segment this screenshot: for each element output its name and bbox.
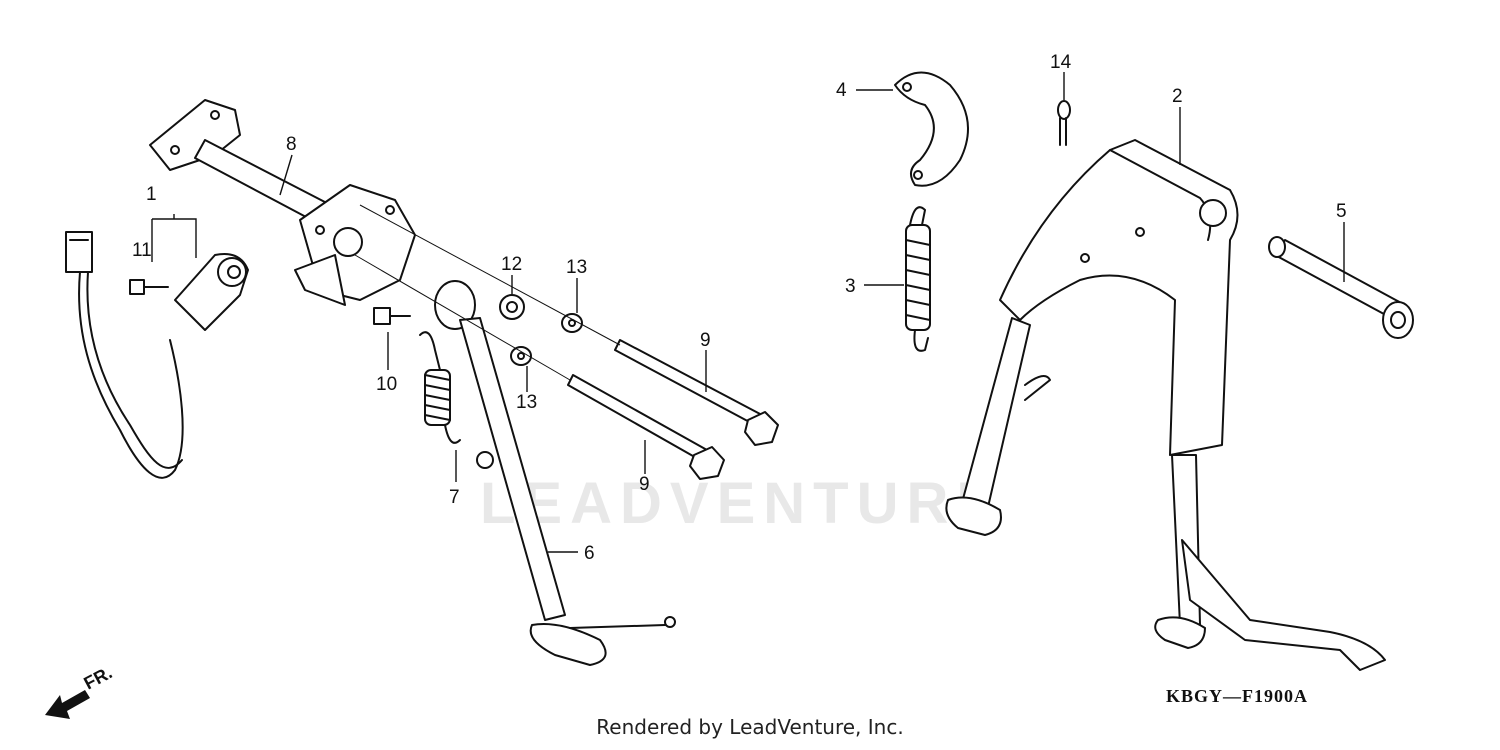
part-2-main-stand[interactable]	[945, 139, 1386, 671]
rendered-by-footer: Rendered by LeadVenture, Inc.	[596, 715, 904, 739]
part-10-bolt[interactable]	[373, 307, 411, 325]
leader-1	[151, 214, 197, 262]
callout-4: 4	[836, 80, 847, 101]
part-13-washer-upper[interactable]	[561, 313, 583, 333]
watermark: LEADVENTURE	[480, 471, 1004, 536]
part-14-cotter-pin[interactable]	[1057, 100, 1071, 146]
part-9-bolt-lower[interactable]	[567, 374, 725, 480]
callout-9-lower: 9	[639, 474, 650, 495]
callout-3: 3	[845, 276, 856, 297]
callout-9-upper: 9	[700, 330, 711, 351]
front-direction-indicator: FR.	[40, 660, 150, 735]
part-8-stand-pipe[interactable]	[149, 99, 416, 306]
callout-13-lower: 13	[516, 392, 537, 413]
part-6-side-stand[interactable]	[434, 280, 676, 666]
part-11-bolt[interactable]	[129, 279, 169, 295]
part-9-bolt-upper[interactable]	[614, 339, 779, 446]
direction-label: FR.	[80, 662, 115, 693]
part-4-stopper[interactable]	[894, 71, 969, 187]
callout-6: 6	[584, 543, 595, 564]
callout-10: 10	[376, 374, 397, 395]
callout-5: 5	[1336, 201, 1347, 222]
callout-14: 14	[1050, 52, 1072, 73]
leader-8	[279, 154, 293, 196]
callout-11: 11	[132, 240, 152, 261]
part-1-sidestand-switch[interactable]	[65, 231, 249, 479]
callout-1: 1	[146, 184, 157, 205]
diagram-code: KBGY—F1900A	[1166, 686, 1309, 706]
callout-8: 8	[286, 134, 297, 155]
part-13-washer-lower[interactable]	[510, 346, 532, 366]
callout-7: 7	[449, 487, 460, 508]
part-3-spring[interactable]	[905, 206, 931, 352]
arrow-left-icon: FR.	[45, 662, 115, 719]
callout-13-upper: 13	[566, 257, 587, 278]
part-7-spring[interactable]	[419, 331, 461, 444]
callout-12: 12	[501, 254, 522, 275]
part-12-nut[interactable]	[499, 294, 525, 320]
callout-2: 2	[1172, 86, 1183, 107]
assembly-lines	[354, 204, 621, 381]
part-5-pivot-bolt[interactable]	[1268, 236, 1414, 339]
